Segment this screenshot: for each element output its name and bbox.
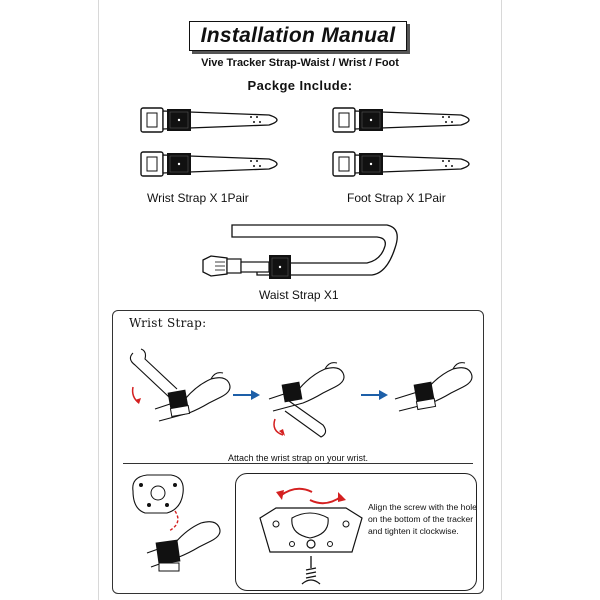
attach-instruction: Attach the wrist strap on your wrist. [227,453,369,463]
step3-hand-illustration [394,362,473,412]
arrow-right-icon [361,390,388,400]
screw-alignment-box: Align the screw with the hole on the bot… [235,473,477,591]
title-box: Installation Manual [189,21,407,51]
step2-hand-illustration [268,362,345,438]
section-divider [123,463,473,464]
wrist-strap-image-1 [140,107,278,133]
wrist-section-title: Wrist Strap: [129,316,207,330]
wrist-strap-section: Wrist Strap: [112,310,484,594]
foot-strap-caption: Foot Strap X 1Pair [347,191,446,205]
wrist-strap-caption: Wrist Strap X 1Pair [147,191,249,205]
foot-strap-image-1 [332,107,470,133]
page-title: Installation Manual [200,24,396,47]
alignment-instruction: Align the screw with the hole on the bot… [368,502,477,536]
tracker-bottom-illustration [259,487,363,585]
wrist-strap-image-2 [140,151,278,177]
manual-page: Installation Manual Vive Tracker Strap-W… [98,0,502,600]
arrow-right-icon [233,390,260,400]
subtitle: Vive Tracker Strap-Waist / Wrist / Foot [201,57,399,69]
package-heading: Packge Include: [247,78,353,93]
foot-strap-image-2 [332,151,470,177]
waist-strap-image [202,224,398,279]
tracker-mount-illustration [132,474,221,572]
step1-hand-illustration [129,348,231,422]
waist-strap-caption: Waist Strap X1 [259,288,339,302]
